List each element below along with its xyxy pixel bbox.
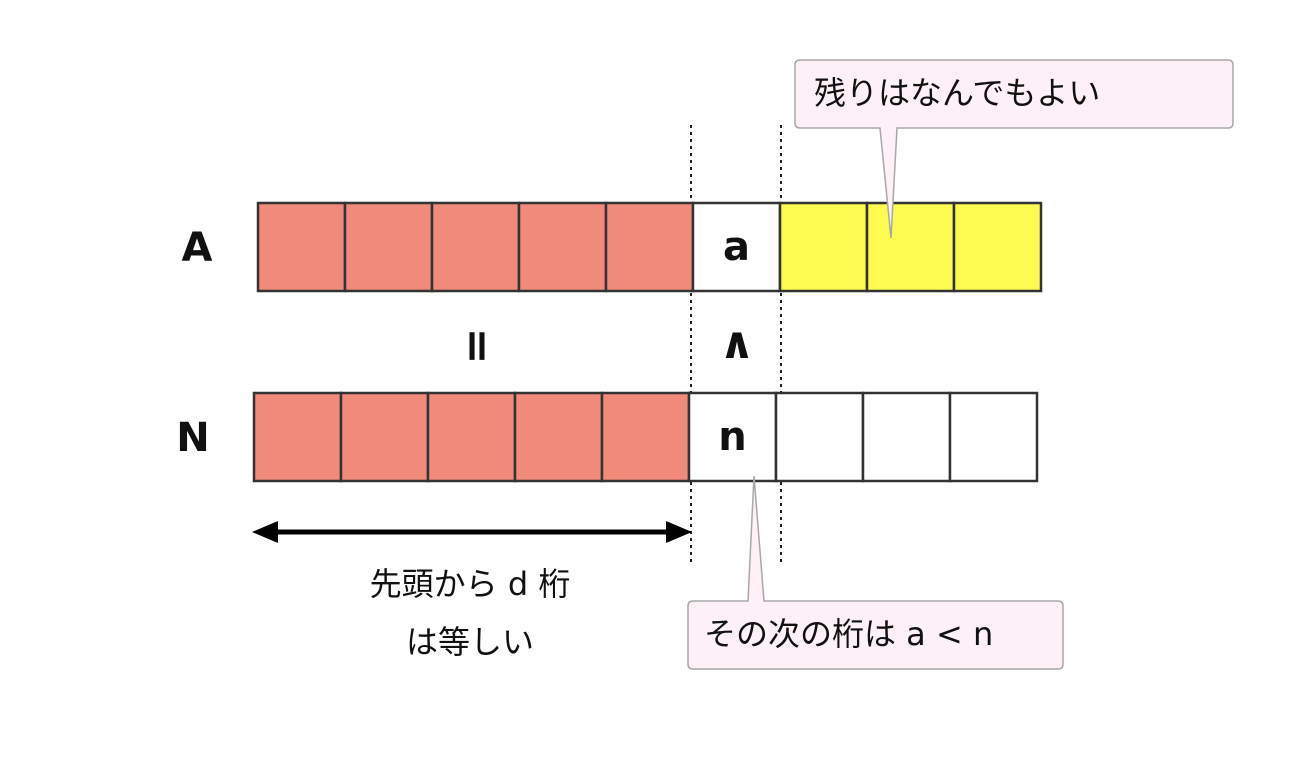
digit-cell-n-7 bbox=[861, 391, 952, 483]
callout-rest-text: 残りはなんでもよい bbox=[814, 74, 1100, 112]
digit-cell-a-2 bbox=[430, 201, 521, 293]
digit-cell-n-4 bbox=[600, 391, 691, 483]
digit-cell-label-n: n bbox=[718, 414, 746, 460]
digit-cell-a-3 bbox=[517, 201, 608, 293]
callout-rest-bubble bbox=[794, 59, 1234, 239]
digit-row-a: a bbox=[256, 201, 1043, 293]
callout-next: その次の桁は a < n bbox=[687, 475, 1064, 670]
digit-cell-n-8 bbox=[948, 391, 1039, 483]
digit-row-n: n bbox=[252, 391, 1039, 483]
digit-cell-label-a: a bbox=[723, 224, 750, 270]
digit-cell-n-0 bbox=[252, 391, 343, 483]
row-label-n: N bbox=[176, 415, 209, 461]
less-than-sign: ∧ bbox=[719, 318, 755, 369]
digit-cell-a-7 bbox=[865, 201, 956, 293]
digit-cell-n-3 bbox=[513, 391, 604, 483]
digit-cell-a-8 bbox=[952, 201, 1043, 293]
digit-cell-n-5 bbox=[687, 391, 778, 483]
digit-cell-n-6 bbox=[774, 391, 865, 483]
digit-cell-a-5 bbox=[691, 201, 782, 293]
callout-next-text: その次の桁は a < n bbox=[704, 615, 993, 653]
arrowhead-right bbox=[666, 521, 692, 543]
digit-cell-a-4 bbox=[604, 201, 695, 293]
prefix-span-arrow bbox=[252, 521, 692, 543]
digit-cell-a-0 bbox=[256, 201, 347, 293]
digit-cell-a-6 bbox=[778, 201, 869, 293]
prefix-note-line2: は等しい bbox=[406, 623, 534, 661]
prefix-note-line1: 先頭から d 桁 bbox=[370, 565, 571, 603]
callout-rest: 残りはなんでもよい bbox=[794, 59, 1234, 239]
equal-sign: = bbox=[452, 328, 503, 365]
digit-cell-a-1 bbox=[343, 201, 434, 293]
digit-cell-n-2 bbox=[426, 391, 517, 483]
arrowhead-left bbox=[252, 521, 278, 543]
callout-next-bubble bbox=[687, 475, 1064, 670]
digit-cell-n-1 bbox=[339, 391, 430, 483]
row-label-a: A bbox=[182, 225, 213, 271]
